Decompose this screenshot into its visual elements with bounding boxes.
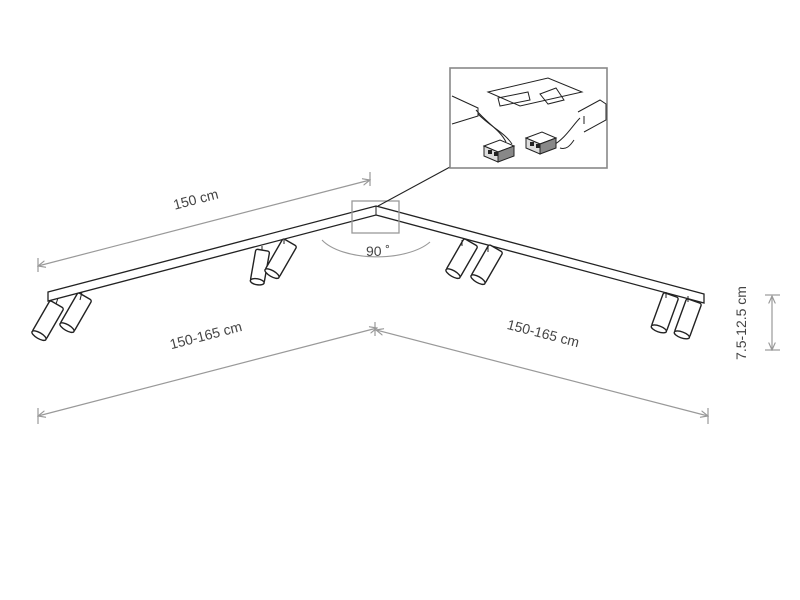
terminal-block-left — [482, 139, 516, 163]
dimension-height: 7.5-12.5 cm — [733, 286, 780, 360]
spotlight — [445, 238, 478, 280]
spotlight — [264, 238, 297, 280]
label-angle: 90 ˚ — [366, 243, 390, 259]
track-rail — [47, 205, 705, 304]
label-height: 7.5-12.5 cm — [733, 286, 749, 360]
label-left-span: 150-165 cm — [168, 318, 244, 352]
spotlight-pair-mid-left — [249, 238, 297, 286]
label-right-span: 150-165 cm — [505, 316, 581, 350]
spotlight — [650, 292, 679, 334]
connector-detail-inset — [449, 67, 608, 169]
spotlight — [59, 292, 92, 334]
spotlight — [673, 298, 702, 340]
corner-connector-highlight — [351, 166, 451, 234]
spotlight — [31, 300, 64, 342]
terminal-block-right — [524, 131, 558, 155]
angle-indicator: 90 ˚ — [321, 239, 431, 259]
label-track-length: 150 cm — [172, 186, 220, 213]
dimension-left-span: 150-165 cm — [38, 318, 377, 424]
spotlight-pair-far-left — [31, 291, 92, 342]
spotlight-pair-mid-right — [445, 238, 503, 286]
spotlight — [470, 244, 503, 286]
spotlight-pair-far-right — [650, 292, 702, 340]
